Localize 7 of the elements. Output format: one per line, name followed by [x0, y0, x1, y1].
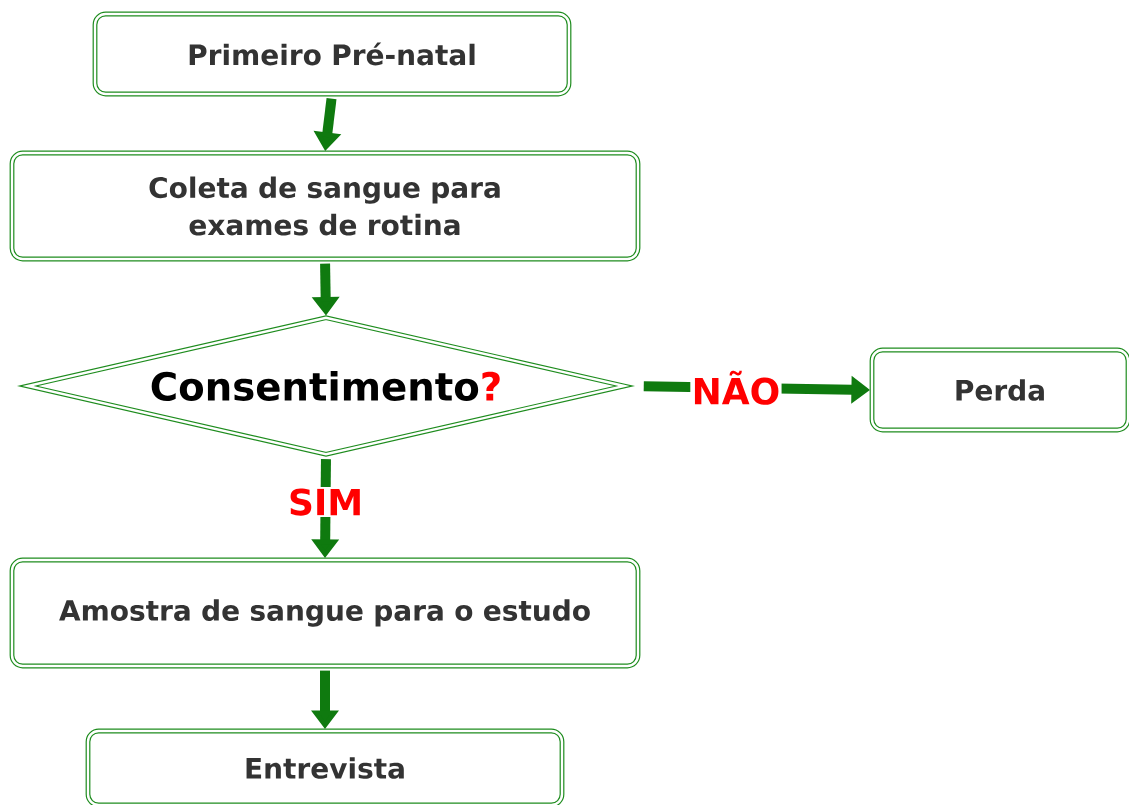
process-box: Primeiro Pré-natal	[92, 11, 572, 97]
process-box: Coleta de sangue para exames de rotina	[9, 150, 641, 262]
process-box: Entrevista	[85, 728, 565, 805]
edge-label: SIM	[286, 487, 365, 517]
process-box: Perda	[869, 347, 1129, 433]
edge-label: NÃO	[690, 369, 782, 407]
process-box: Amostra de sangue para o estudo	[9, 557, 641, 669]
